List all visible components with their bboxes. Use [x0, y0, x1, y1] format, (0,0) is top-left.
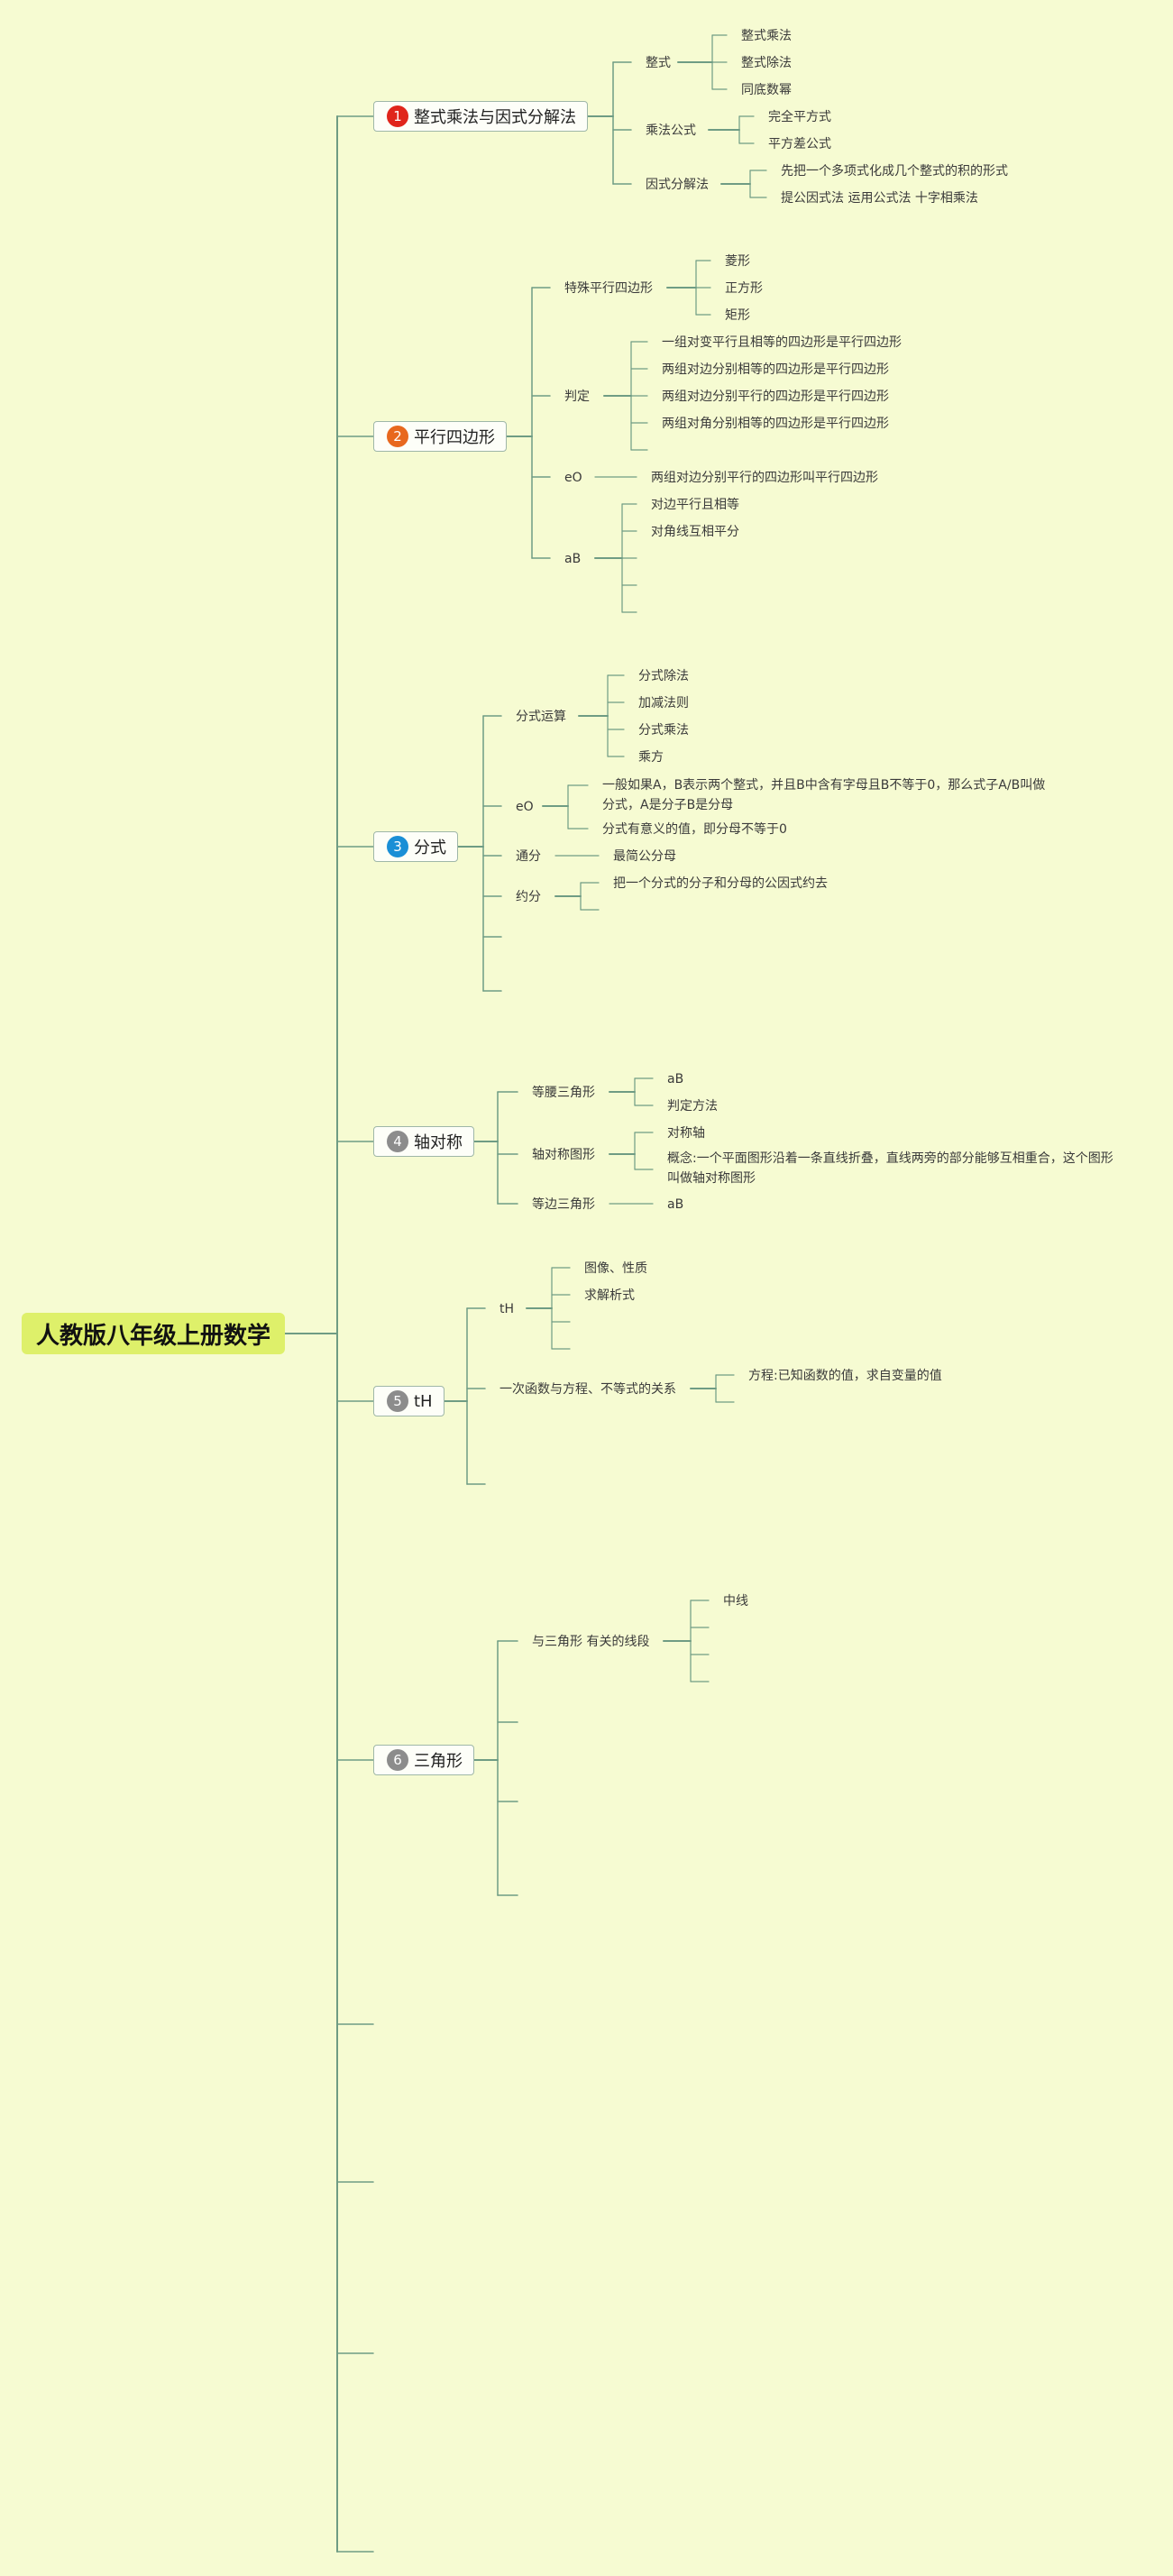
subtopic-label[interactable]: 轴对称图形: [532, 1148, 595, 1162]
number-badge-5: 5: [387, 1390, 408, 1412]
subtopic-label[interactable]: 特殊平行四边形: [564, 281, 653, 296]
subtopic-label[interactable]: 一次函数与方程、不等式的关系: [499, 1382, 676, 1397]
subtopic-label[interactable]: eO: [516, 800, 534, 814]
leaf-label[interactable]: 两组对边分别相等的四边形是平行四边形: [662, 362, 889, 377]
topic-label: 整式乘法与因式分解法: [414, 108, 576, 127]
leaf-label[interactable]: 整式乘法: [741, 29, 792, 43]
leaf-label[interactable]: 中线: [723, 1594, 748, 1609]
leaf-label[interactable]: 判定方法: [667, 1099, 718, 1114]
leaf-label[interactable]: aB: [667, 1072, 684, 1086]
leaf-label[interactable]: 提公因式法 运用公式法 十字相乘法: [781, 191, 978, 206]
leaf-label[interactable]: 最简公分母: [613, 849, 676, 864]
leaf-label[interactable]: 乘方: [638, 750, 664, 765]
topic-label: 分式: [414, 839, 446, 857]
leaf-label[interactable]: 菱形: [725, 254, 750, 269]
number-badge-6: 6: [387, 1749, 408, 1771]
topic-1[interactable]: 1 整式乘法与因式分解法: [373, 101, 588, 132]
leaf-label[interactable]: 两组对边分别平行的四边形是平行四边形: [662, 390, 889, 404]
topic-label: 轴对称: [414, 1133, 463, 1152]
leaf-label[interactable]: 一组对变平行且相等的四边形是平行四边形: [662, 335, 902, 350]
leaf-label[interactable]: 先把一个多项式化成几个整式的积的形式: [781, 164, 1008, 179]
leaf-label[interactable]: 分式除法: [638, 669, 689, 683]
leaf-label[interactable]: 求解析式: [584, 1288, 635, 1303]
subtopic-label[interactable]: 分式运算: [516, 710, 566, 724]
subtopic-label[interactable]: 等腰三角形: [532, 1086, 595, 1100]
leaf-label[interactable]: 加减法则: [638, 696, 689, 710]
subtopic-label[interactable]: aB: [564, 552, 582, 566]
subtopic-label[interactable]: 与三角形 有关的线段: [532, 1635, 650, 1649]
leaf-label[interactable]: 平方差公式: [768, 137, 831, 151]
number-badge-4: 4: [387, 1131, 408, 1152]
leaf-label[interactable]: 概念:一个平面图形沿着一条直线折叠，直线两旁的部分能够互相重合，这个图形叫做轴对…: [667, 1151, 1113, 1186]
subtopic-label[interactable]: 整式: [646, 56, 671, 70]
subtopic-label[interactable]: 约分: [516, 890, 541, 904]
number-badge-1: 1: [387, 105, 408, 127]
leaf-label[interactable]: 图像、性质: [584, 1261, 647, 1276]
topic-label: tH: [414, 1391, 433, 1411]
root-topic[interactable]: 人教版八年级上册数学: [22, 1313, 285, 1354]
leaf-label[interactable]: 分式有意义的值，即分母不等于0: [602, 822, 787, 837]
topic-5[interactable]: 5 tH: [373, 1386, 444, 1416]
topic-label: 平行四边形: [414, 428, 495, 447]
subtopic-label[interactable]: 乘法公式: [646, 124, 696, 138]
subtopic-label[interactable]: 通分: [516, 849, 541, 864]
leaf-label[interactable]: 完全平方式: [768, 110, 831, 124]
topic-label: 三角形: [414, 1752, 463, 1771]
leaf-label[interactable]: 对称轴: [667, 1126, 705, 1141]
subtopic-label[interactable]: tH: [499, 1302, 515, 1316]
topic-3[interactable]: 3 分式: [373, 831, 458, 862]
leaf-label[interactable]: 正方形: [725, 281, 763, 296]
leaf-label[interactable]: 分式乘法: [638, 723, 689, 738]
leaf-label[interactable]: 把一个分式的分子和分母的公因式约去: [613, 876, 828, 891]
topic-4[interactable]: 4 轴对称: [373, 1126, 474, 1157]
leaf-label[interactable]: 对角线互相平分: [651, 525, 739, 539]
number-badge-3: 3: [387, 836, 408, 857]
topic-6[interactable]: 6 三角形: [373, 1745, 474, 1775]
leaf-label[interactable]: 一般如果A，B表示两个整式，并且B中含有字母且B不等于0，那么式子A/B叫做分式…: [602, 778, 1046, 812]
subtopic-label[interactable]: 等边三角形: [532, 1197, 595, 1212]
leaf-label[interactable]: 对边平行且相等: [651, 498, 739, 512]
leaf-label[interactable]: aB: [667, 1197, 684, 1212]
number-badge-2: 2: [387, 426, 408, 447]
leaf-label[interactable]: 方程:已知函数的值，求自变量的值: [748, 1369, 942, 1383]
leaf-label[interactable]: 同底数幂: [741, 83, 792, 97]
subtopic-label[interactable]: 判定: [564, 390, 590, 404]
subtopic-label[interactable]: 因式分解法: [646, 178, 709, 192]
leaf-label[interactable]: 整式除法: [741, 56, 792, 70]
subtopic-label[interactable]: eO: [564, 471, 582, 485]
leaf-label[interactable]: 两组对角分别相等的四边形是平行四边形: [662, 417, 889, 431]
topic-2[interactable]: 2 平行四边形: [373, 421, 507, 452]
leaf-label[interactable]: 两组对边分别平行的四边形叫平行四边形: [651, 471, 878, 485]
leaf-label[interactable]: 矩形: [725, 308, 750, 323]
